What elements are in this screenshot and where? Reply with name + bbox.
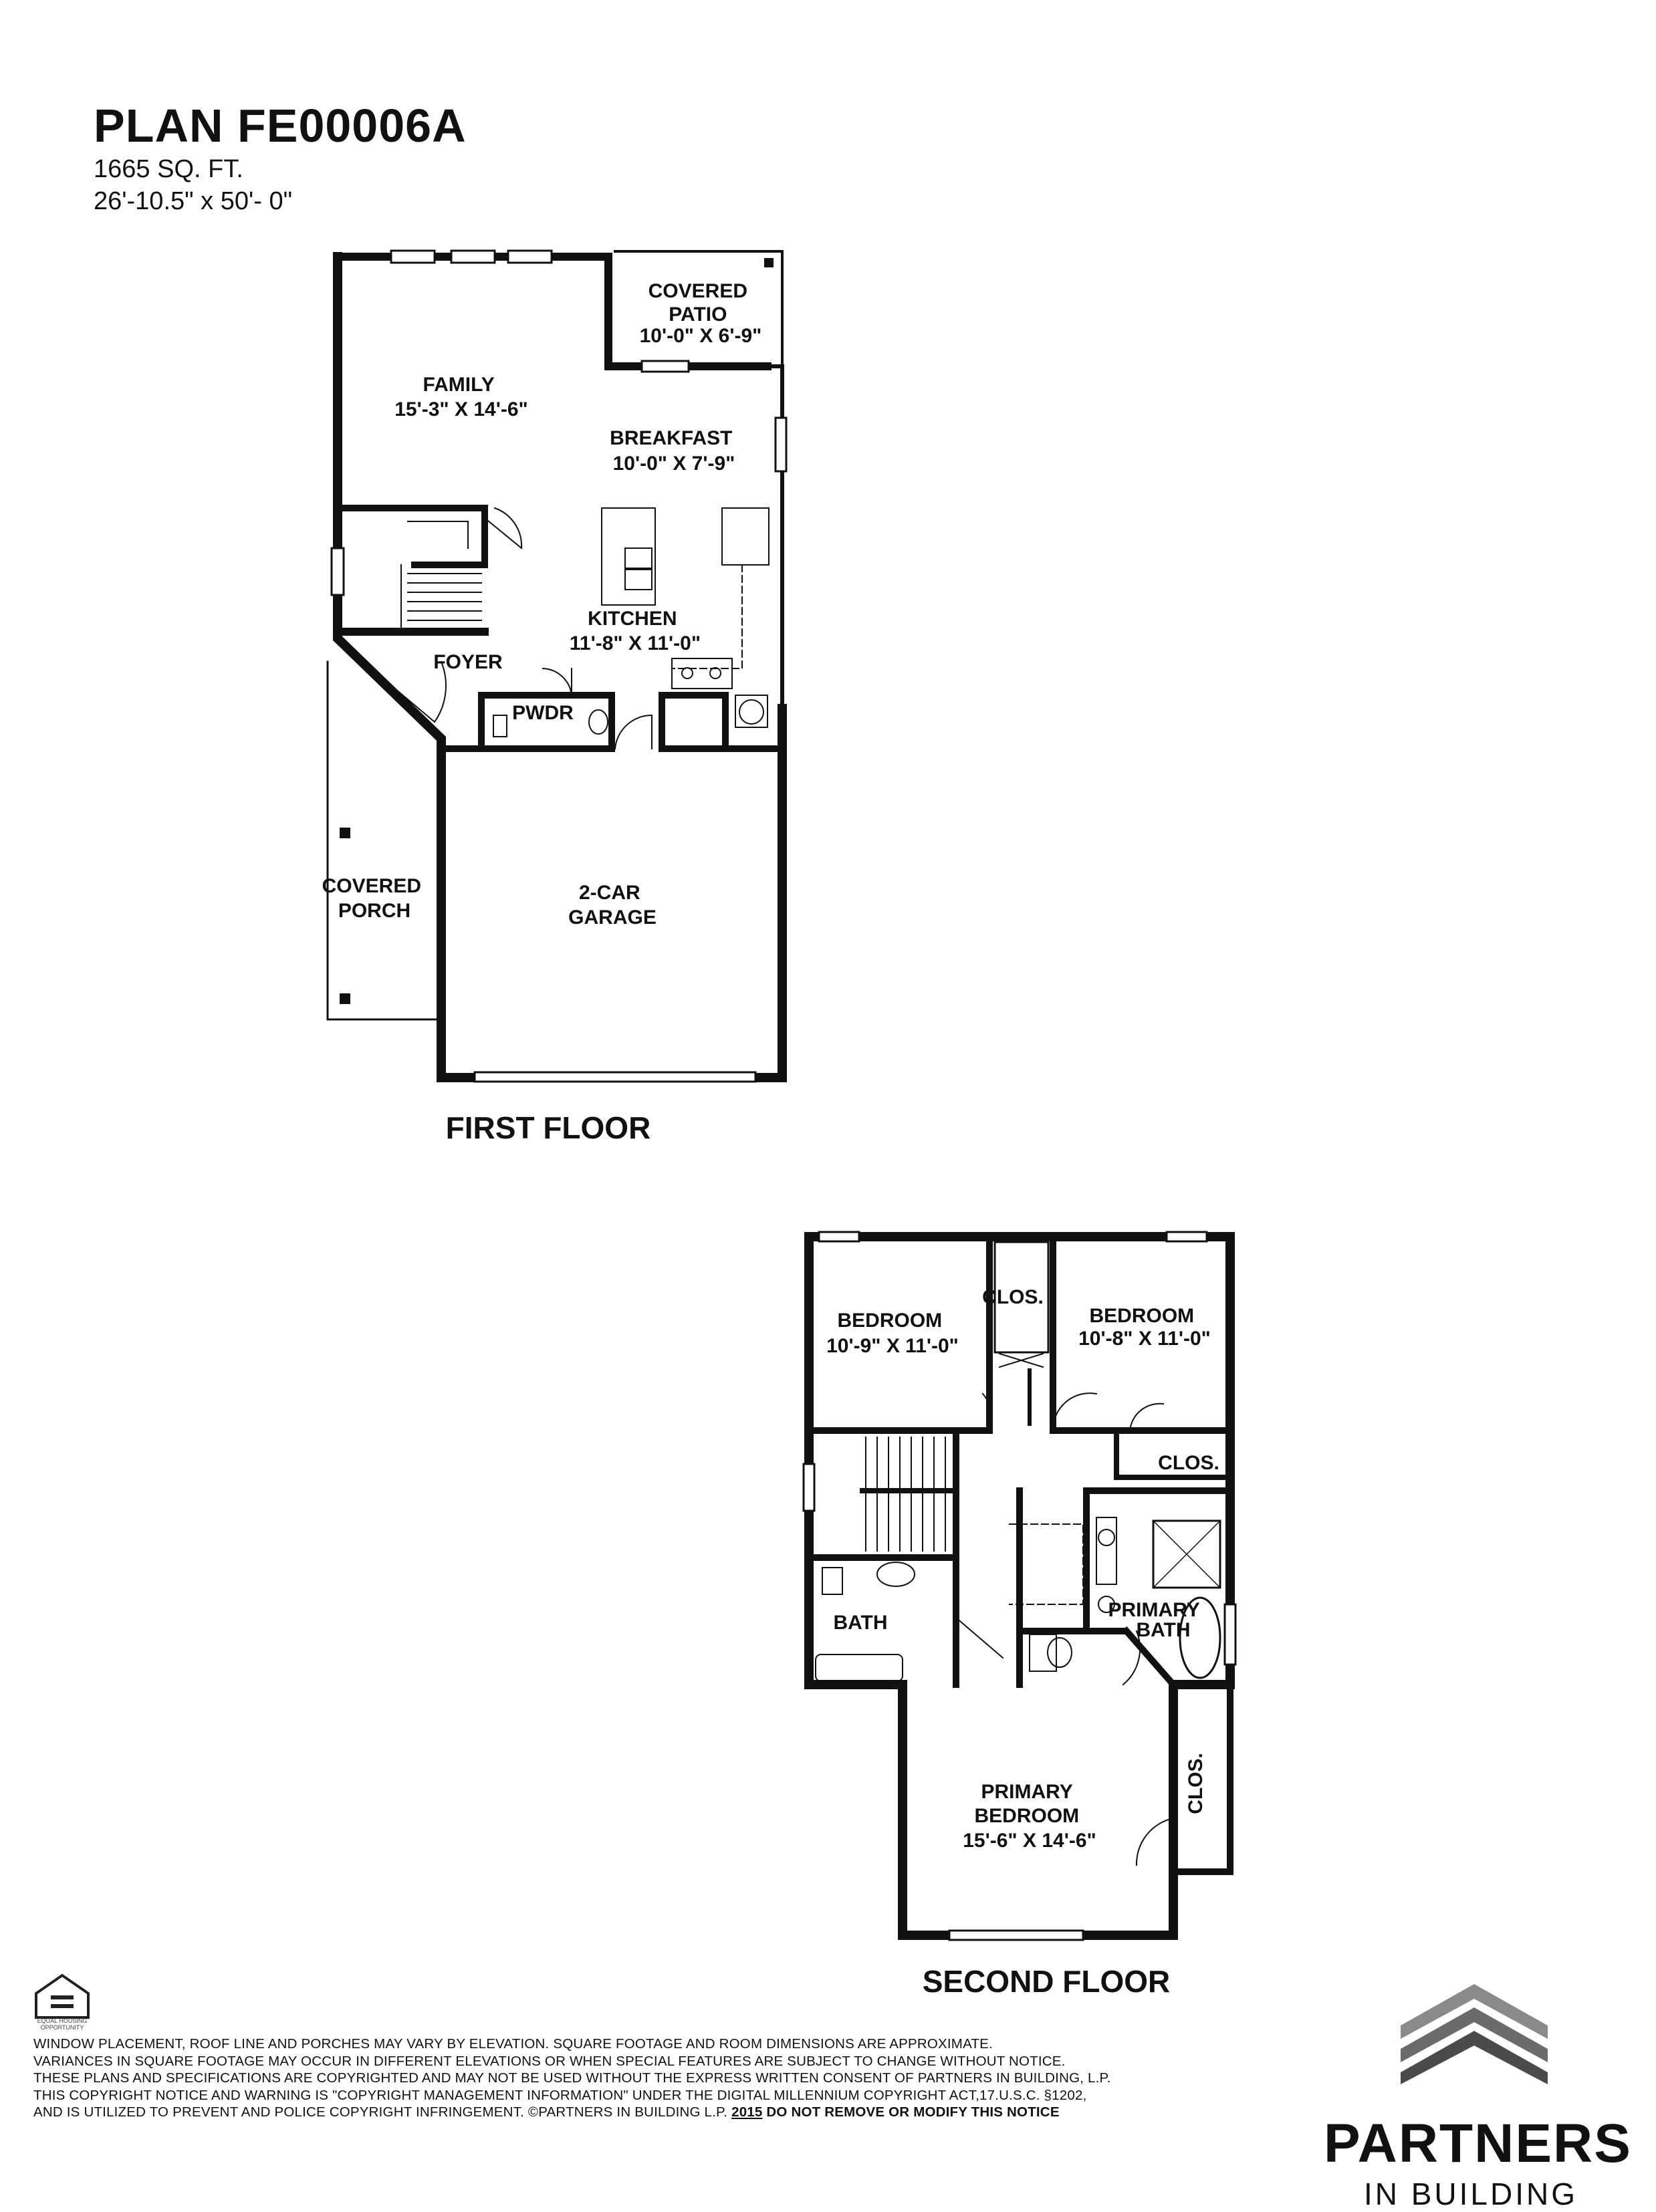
bedroom-right-label: BEDROOM 10'-8" X 11'-0" <box>1078 1305 1211 1350</box>
breakfast-dimensions: 10'-0" X 7'-9" <box>613 453 735 475</box>
disclaimer-year: 2015 <box>731 2104 763 2120</box>
family-room-label: FAMILY 15'-3" X 14'-6" <box>394 374 527 420</box>
breakfast-label: BREAKFAST 10'-0" X 7'-9" <box>610 427 738 475</box>
kitchen-label: KITCHEN 11'-8" X 11'-0" <box>570 608 701 654</box>
disclaimer-last-prefix: AND IS UTILIZED TO PREVENT AND POLICE CO… <box>33 2104 728 2120</box>
primary-bedroom-dimensions: 15'-6" X 14'-6" <box>963 1830 1096 1852</box>
covered-porch-line: COVERED <box>322 875 421 897</box>
bath-label: BATH <box>833 1612 887 1634</box>
square-footage: 1665 SQ. FT. <box>94 155 243 183</box>
first-floor-label: FIRST FLOOR <box>446 1110 651 1145</box>
garage-label: 2-CAR GARAGE <box>568 882 657 929</box>
disclaimer-line: VARIANCES IN SQUARE FOOTAGE MAY OCCUR IN… <box>33 2053 1066 2069</box>
covered-patio-label: COVERED PATIO 10'-0" X 6'-9" <box>640 280 762 347</box>
floor-plan-drawing: COVERED PATIO 10'-0" X 6'-9" FAMILY 15'-… <box>35 249 1548 2084</box>
bedroom-left-name: BEDROOM <box>837 1310 942 1332</box>
foyer-label: FOYER <box>433 651 503 673</box>
disclaimer-line: THIS COPYRIGHT NOTICE AND WARNING IS "CO… <box>33 2087 1087 2103</box>
equal-housing-text: EQUAL HOUSING OPPORTUNITY <box>37 2017 88 2031</box>
plan-title: PLAN FE00006A <box>94 100 467 152</box>
disclaimer-line: THESE PLANS AND SPECIFICATIONS ARE COPYR… <box>33 2070 1111 2086</box>
primary-bath-label: PRIMARY BATH <box>1108 1599 1205 1641</box>
primary-bath-line: BATH <box>1136 1619 1190 1641</box>
covered-patio-line: COVERED <box>648 280 747 302</box>
brand-name: PARTNERS <box>1324 2113 1632 2174</box>
equal-housing-icon <box>35 1973 90 2019</box>
covered-patio-line: PATIO <box>669 303 727 326</box>
garage-line: GARAGE <box>568 906 657 929</box>
kitchen-name: KITCHEN <box>588 608 677 630</box>
primary-bedroom-line: PRIMARY <box>981 1781 1072 1803</box>
bedroom-right-name: BEDROOM <box>1089 1305 1194 1327</box>
covered-patio-dimensions: 10'-0" X 6'-9" <box>640 325 762 347</box>
bedroom-right-dimensions: 10'-8" X 11'-0" <box>1078 1328 1211 1350</box>
covered-porch-label: COVERED PORCH <box>322 875 427 922</box>
partners-logo-icon <box>1401 1984 1548 2084</box>
family-room-name: FAMILY <box>423 374 494 396</box>
covered-porch-line: PORCH <box>338 900 410 922</box>
bedroom-left-label: BEDROOM 10'-9" X 11'-0" <box>826 1310 959 1357</box>
garage-line: 2-CAR <box>579 882 640 904</box>
disclaimer-line: AND IS UTILIZED TO PREVENT AND POLICE CO… <box>33 2104 1344 2121</box>
kitchen-dimensions: 11'-8" X 11'-0" <box>570 632 701 654</box>
disclaimer-notice: DO NOT REMOVE OR MODIFY THIS NOTICE <box>766 2104 1060 2120</box>
plan-dimensions: 26'-10.5" x 50'- 0" <box>94 187 293 215</box>
closet-left-label: CLOS. <box>982 1286 1044 1308</box>
brand-subtitle: IN BUILDING <box>1363 2177 1578 2211</box>
disclaimer-line: WINDOW PLACEMENT, ROOF LINE AND PORCHES … <box>33 2036 993 2052</box>
closet-right-label: CLOS. <box>1158 1452 1219 1474</box>
primary-bath-line: PRIMARY <box>1108 1599 1199 1621</box>
copyright-disclaimer: WINDOW PLACEMENT, ROOF LINE AND PORCHES … <box>33 2036 1344 2121</box>
bedroom-left-dimensions: 10'-9" X 11'-0" <box>826 1335 959 1357</box>
powder-room-label: PWDR <box>512 702 574 724</box>
breakfast-name: BREAKFAST <box>610 427 732 449</box>
primary-closet-label: CLOS. <box>1185 1753 1207 1814</box>
family-room-dimensions: 15'-3" X 14'-6" <box>394 398 527 420</box>
second-floor-label: SECOND FLOOR <box>923 1964 1171 1999</box>
primary-bedroom-line: BEDROOM <box>974 1805 1079 1827</box>
primary-bedroom-label: PRIMARY BEDROOM 15'-6" X 14'-6" <box>963 1781 1096 1852</box>
